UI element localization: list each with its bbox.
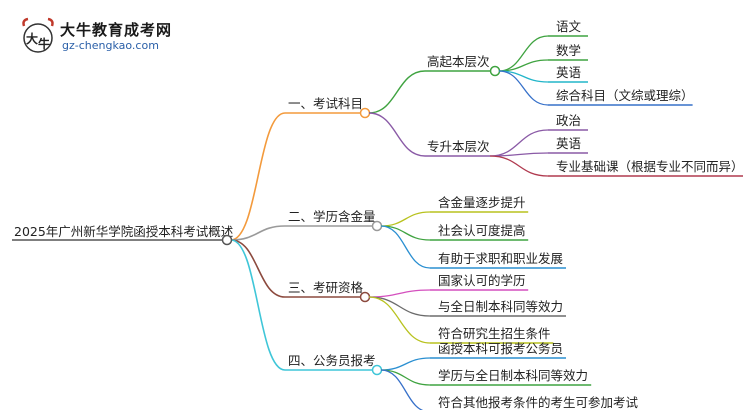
- leaf-label[interactable]: 符合研究生招生条件: [438, 326, 551, 341]
- root-node-label[interactable]: 2025年广州新华学院函授本科考试概述: [14, 224, 234, 239]
- leaf-label[interactable]: 学历与全日制本科同等效力: [438, 368, 588, 383]
- branch-label[interactable]: 三、考研资格: [288, 280, 364, 295]
- leaf-connector: [368, 289, 431, 298]
- leaf-connector: [380, 369, 431, 386]
- leaf-label[interactable]: 函授本科可报考公务员: [438, 341, 563, 356]
- leaf-label[interactable]: 有助于求职和职业发展: [438, 251, 563, 266]
- leaf-connector: [489, 129, 549, 157]
- leaf-connector: [498, 70, 549, 106]
- bull-logo-icon: 大 牛: [22, 17, 54, 53]
- leaf-label[interactable]: 符合其他报考条件的考生可参加考试: [438, 395, 639, 410]
- group-label[interactable]: 专升本层次: [427, 139, 490, 154]
- leaf-connector: [368, 296, 431, 344]
- branch-connector: [230, 239, 286, 298]
- leaf-connector: [380, 211, 431, 227]
- leaf-connector: [380, 369, 424, 410]
- leaf-label[interactable]: 国家认可的学历: [438, 273, 526, 288]
- leaf-label[interactable]: 政治: [556, 113, 581, 128]
- leaf-label[interactable]: 与全日制本科同等效力: [438, 299, 563, 314]
- leaf-connector: [498, 35, 549, 72]
- group-connector: [368, 70, 426, 114]
- leaf-label[interactable]: 英语: [556, 65, 581, 80]
- group-label[interactable]: 高起本层次: [427, 54, 490, 69]
- leaf-connector: [380, 225, 431, 269]
- leaf-label[interactable]: 社会认可度提高: [438, 223, 526, 238]
- svg-text:牛: 牛: [38, 36, 50, 51]
- branch-node[interactable]: [371, 220, 383, 232]
- branch-connector: [230, 112, 286, 241]
- leaf-label[interactable]: 英语: [556, 136, 581, 151]
- branch-connector: [230, 225, 286, 241]
- leaf-label[interactable]: 语文: [556, 19, 582, 34]
- leaf-label[interactable]: 含金量逐步提升: [438, 195, 526, 210]
- leaf-connector: [368, 296, 431, 317]
- logo-url[interactable]: gz-chengkao.com: [62, 39, 159, 52]
- leaf-connector: [380, 357, 431, 371]
- group-node[interactable]: [489, 65, 501, 77]
- branch-node[interactable]: [359, 291, 371, 303]
- branch-label[interactable]: 四、公务员报考: [288, 353, 376, 368]
- site-logo[interactable]: 大 牛 大牛教育成考网 gz-chengkao.com: [18, 16, 218, 60]
- leaf-label[interactable]: 综合科目（文综或理综）: [556, 88, 694, 103]
- branch-node[interactable]: [359, 107, 371, 119]
- branch-label[interactable]: 二、学历含金量: [288, 209, 376, 224]
- branch-node[interactable]: [371, 364, 383, 376]
- leaf-label[interactable]: 专业基础课（根据专业不同而异）: [556, 159, 744, 174]
- root-node[interactable]: [221, 234, 233, 246]
- branch-label[interactable]: 一、考试科目: [288, 96, 363, 111]
- branch-connector: [230, 239, 286, 371]
- leaf-label[interactable]: 数学: [556, 43, 581, 58]
- svg-text:大: 大: [26, 31, 38, 46]
- leaf-connector: [489, 155, 549, 177]
- logo-title: 大牛教育成考网: [60, 21, 173, 39]
- group-connector: [368, 112, 426, 157]
